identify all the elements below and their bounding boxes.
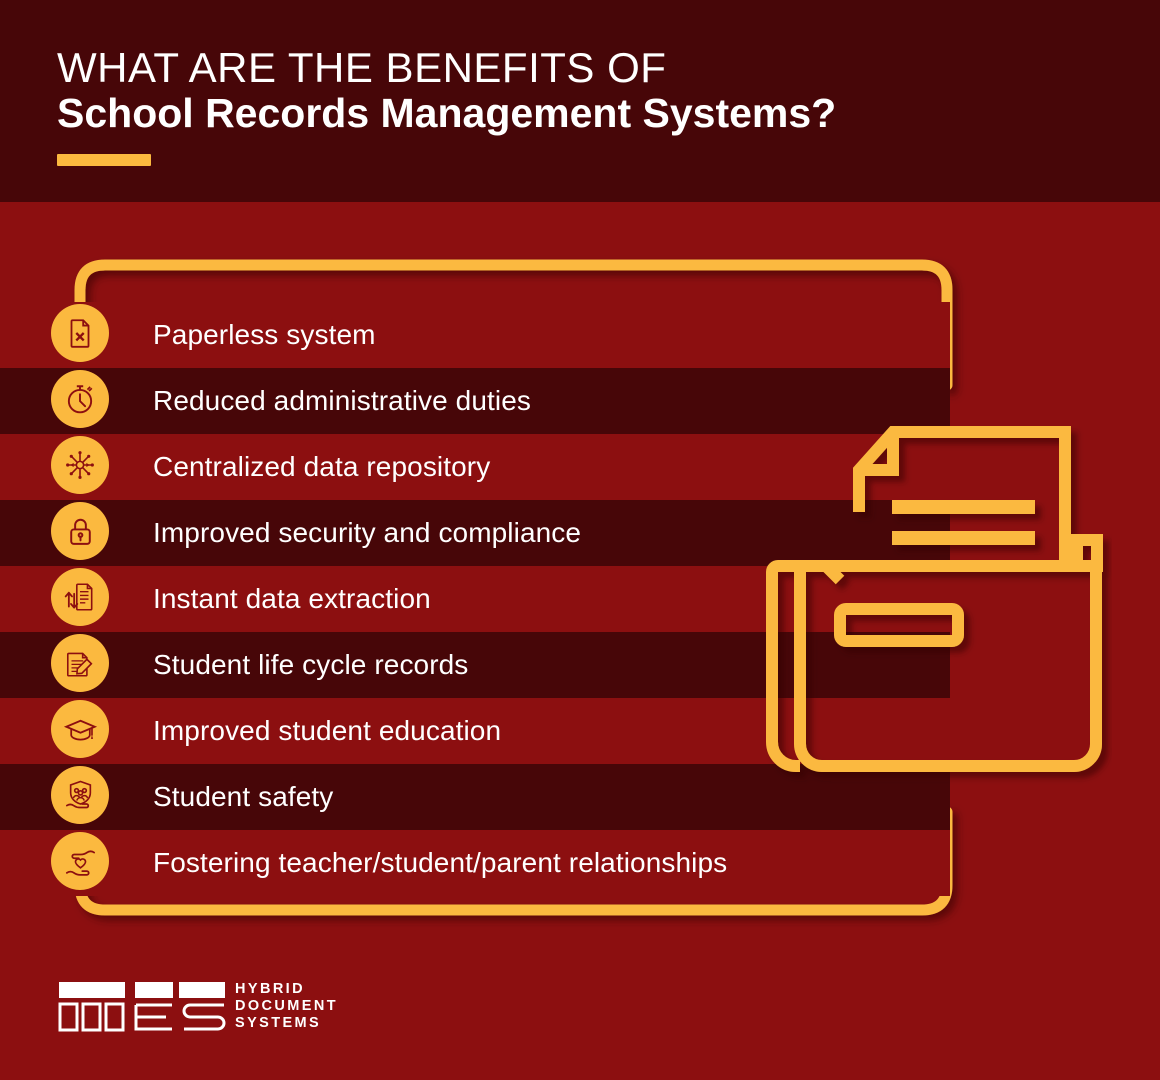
list-item[interactable]: Instant data extraction	[0, 566, 950, 632]
list-item[interactable]: Paperless system	[0, 302, 950, 368]
list-item[interactable]: Student life cycle records	[0, 632, 950, 698]
list-item[interactable]: Centralized data repository	[0, 434, 950, 500]
list-item-label: Paperless system	[153, 319, 376, 350]
list-item-label: Instant data extraction	[153, 583, 431, 614]
document-transfer-arrows-icon	[51, 568, 109, 626]
list-item-label: Improved security and compliance	[153, 517, 582, 548]
header-band: WHAT ARE THE BENEFITS OF School Records …	[0, 0, 1160, 202]
folder-with-document-icon	[766, 426, 1103, 772]
list-item-label: Student safety	[153, 781, 334, 812]
graduation-cap-icon	[51, 700, 109, 758]
page-title-line2: School Records Management Systems?	[57, 90, 837, 136]
hand-heart-icon	[51, 832, 109, 890]
mes-logo-mark	[58, 982, 226, 1032]
stopwatch-icon	[51, 370, 109, 428]
documents-pen-icon	[51, 634, 109, 692]
paperless-document-icon	[51, 304, 109, 362]
page-title-line1: WHAT ARE THE BENEFITS OF	[57, 44, 667, 91]
list-item-label: Student life cycle records	[153, 649, 469, 680]
company-logo: HYBRID DOCUMENT SYSTEMS	[57, 975, 377, 1037]
logo-line2: DOCUMENT	[235, 998, 338, 1014]
list-item[interactable]: Improved security and compliance	[0, 500, 950, 566]
list-item[interactable]: Improved student education	[0, 698, 950, 764]
list-item[interactable]: Fostering teacher/student/parent relatio…	[0, 830, 950, 896]
list-item-label: Reduced administrative duties	[153, 385, 531, 416]
network-hub-icon	[51, 436, 109, 494]
benefits-list: Paperless system Reduced administrative …	[0, 302, 1160, 896]
list-item-label: Fostering teacher/student/parent relatio…	[153, 847, 728, 878]
hand-shield-family-icon	[51, 766, 109, 824]
logo-line3: SYSTEMS	[235, 1015, 322, 1031]
list-item-label: Centralized data repository	[153, 451, 491, 482]
padlock-icon	[51, 502, 109, 560]
logo-wordmark: HYBRID DOCUMENT SYSTEMS	[235, 981, 338, 1032]
list-item[interactable]: Reduced administrative duties	[0, 368, 950, 434]
list-item[interactable]: Student safety	[0, 764, 950, 830]
logo-line1: HYBRID	[235, 981, 305, 997]
accent-underline	[57, 154, 151, 166]
list-item-label: Improved student education	[153, 715, 502, 746]
